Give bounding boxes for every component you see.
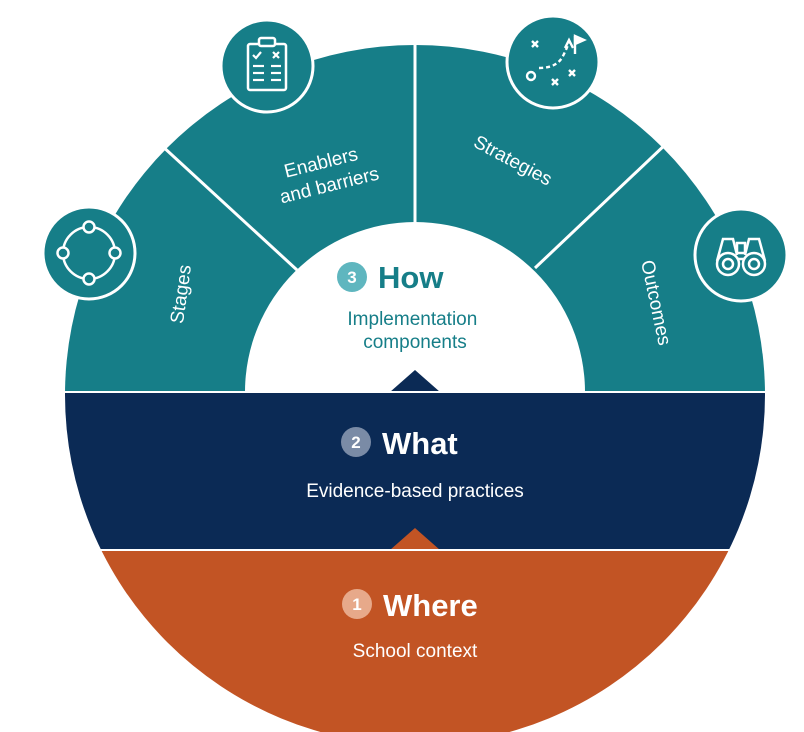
step-how-title: How bbox=[378, 260, 444, 295]
step-where-heading: 1 Where bbox=[342, 588, 478, 623]
segment-dividers bbox=[158, 42, 670, 272]
step-what-number: 2 bbox=[351, 433, 360, 452]
step-where-number-badge bbox=[342, 589, 372, 619]
step-what-heading: 2 What bbox=[341, 426, 458, 461]
step-how-subtitle: Implementation components bbox=[347, 309, 482, 353]
stages-cycle-icon bbox=[41, 205, 137, 301]
step-what-subtitle: Evidence-based practices bbox=[306, 481, 524, 502]
step-how-number-badge bbox=[337, 262, 367, 292]
step-how-number: 3 bbox=[347, 268, 356, 287]
binoculars-icon bbox=[693, 207, 789, 303]
band-separators bbox=[60, 391, 770, 551]
step-where-subtitle: School context bbox=[353, 641, 478, 662]
checklist-icon bbox=[219, 18, 315, 114]
playbook-strategy-icon bbox=[505, 14, 601, 110]
where-pointer bbox=[390, 528, 440, 550]
step-what-title: What bbox=[382, 426, 458, 461]
step-where-title: Where bbox=[383, 588, 478, 623]
step-where-number: 1 bbox=[352, 595, 361, 614]
what-pointer bbox=[390, 370, 440, 392]
step-what-number-badge bbox=[341, 427, 371, 457]
how-inner-hub bbox=[245, 222, 585, 392]
step-how-heading: 3 How bbox=[337, 260, 444, 295]
what-band bbox=[65, 392, 765, 550]
